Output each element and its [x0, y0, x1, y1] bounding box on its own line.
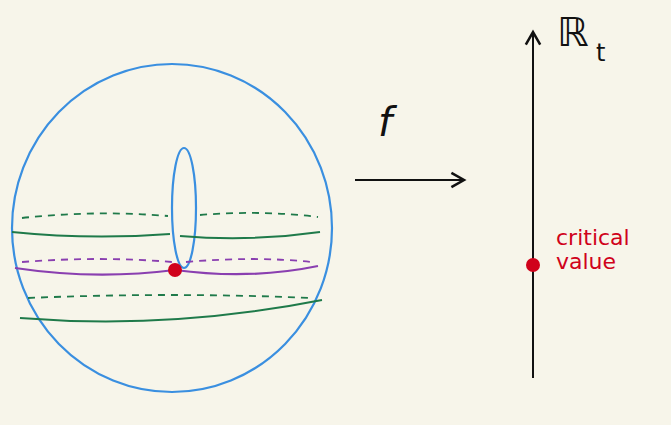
map-name: f	[378, 100, 392, 144]
critical-point	[168, 263, 182, 277]
real-axis	[532, 32, 534, 378]
critical-level-back	[22, 259, 312, 262]
critical-value-label: critical value	[556, 226, 656, 274]
torus-outline	[12, 64, 332, 392]
level-curve-back	[22, 213, 318, 218]
level-curve	[12, 232, 320, 238]
level-curve	[20, 300, 322, 321]
torus-hole	[172, 148, 196, 268]
axis-name: ℝ	[557, 10, 589, 54]
map-arrow	[355, 179, 464, 181]
level-curve-back	[28, 295, 312, 298]
axis-subscript: t	[596, 40, 605, 66]
critical-level-curve	[15, 266, 318, 275]
critical-value-dot	[526, 258, 540, 272]
